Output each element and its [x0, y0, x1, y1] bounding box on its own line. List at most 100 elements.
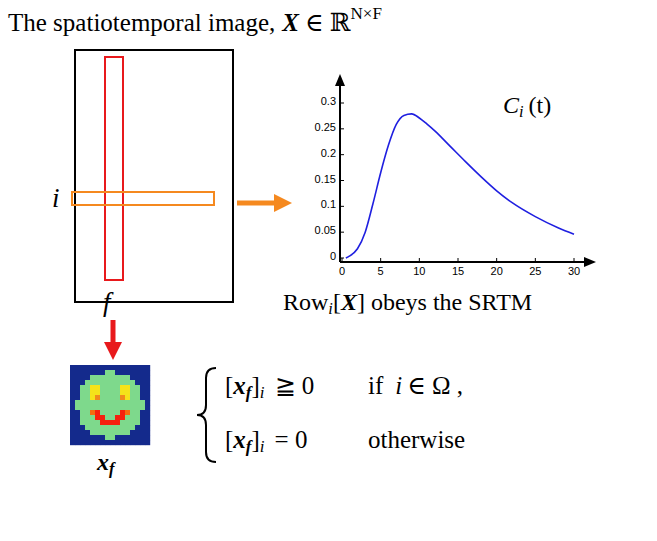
pixel [140, 435, 145, 440]
pixel [90, 395, 95, 400]
curve-label: Ci(t) [503, 92, 551, 122]
pixel [115, 425, 120, 430]
pixel [115, 400, 120, 405]
pixel [145, 415, 150, 420]
pixel [100, 365, 105, 370]
face-image [70, 365, 150, 445]
text-piece: 0.25 [315, 121, 336, 133]
pixel [90, 380, 95, 385]
pixel [90, 425, 95, 430]
pixel [125, 370, 130, 375]
y-axis [339, 84, 341, 262]
pixel [95, 390, 100, 395]
pixel [95, 370, 100, 375]
pixel [120, 440, 125, 445]
pixel [105, 370, 110, 375]
y-tick [340, 232, 344, 233]
pixel [75, 440, 80, 445]
pixel [115, 440, 120, 445]
x-tick [458, 258, 459, 262]
pixel [105, 425, 110, 430]
pixel [110, 440, 115, 445]
pixel [80, 420, 85, 425]
pixel [70, 380, 75, 385]
text-piece: [ [225, 372, 233, 399]
pixel [70, 375, 75, 380]
pixel [135, 440, 140, 445]
y-tick-label: 0.3 [296, 95, 336, 108]
pixel [80, 370, 85, 375]
pixel [125, 395, 130, 400]
pixel [75, 420, 80, 425]
pixel [120, 410, 125, 415]
y-tick [340, 154, 344, 155]
text-piece: 30 [568, 265, 580, 277]
pixel [90, 415, 95, 420]
pixel [95, 400, 100, 405]
pixel [110, 410, 115, 415]
text-piece: x [97, 449, 109, 475]
x-tick [380, 258, 381, 262]
pixel [145, 385, 150, 390]
text-piece: ∈ ℝ [305, 9, 351, 36]
pixel [85, 425, 90, 430]
pixel [100, 385, 105, 390]
column-index: f [103, 287, 111, 318]
text-piece: X [341, 289, 357, 315]
pixel [115, 405, 120, 410]
pixel [70, 440, 75, 445]
pixel [145, 430, 150, 435]
pixel [85, 415, 90, 420]
y-tick [340, 103, 344, 104]
x-tick-label: 20 [482, 265, 512, 278]
pixel [125, 410, 130, 415]
pixel [140, 385, 145, 390]
pixel [110, 425, 115, 430]
pixel [85, 380, 90, 385]
pixel [130, 375, 135, 380]
pixel [140, 440, 145, 445]
pixel [130, 380, 135, 385]
pixel [115, 435, 120, 440]
pixel [75, 425, 80, 430]
pixel [130, 410, 135, 415]
pixel [105, 375, 110, 380]
pixel [130, 425, 135, 430]
pixel [130, 415, 135, 420]
pixel [130, 435, 135, 440]
pixel [80, 440, 85, 445]
pixel [125, 425, 130, 430]
pixel [85, 400, 90, 405]
image-label: xf [97, 449, 114, 479]
x-tick-label: 5 [366, 265, 396, 278]
pixel [120, 425, 125, 430]
pixel [80, 375, 85, 380]
pixel [75, 365, 80, 370]
pixel [85, 375, 90, 380]
x-axis-head [584, 257, 596, 267]
pixel [145, 405, 150, 410]
pixel [70, 420, 75, 425]
pixel [110, 415, 115, 420]
pixel [100, 420, 105, 425]
pixel [120, 435, 125, 440]
pixel [105, 395, 110, 400]
pixel [120, 380, 125, 385]
pixel [105, 420, 110, 425]
pixel [100, 380, 105, 385]
text-piece: (t) [529, 92, 552, 118]
pixel [95, 380, 100, 385]
pixel [135, 370, 140, 375]
pixel [140, 420, 145, 425]
pixel [115, 365, 120, 370]
pixel [115, 395, 120, 400]
pixel [110, 420, 115, 425]
pixel [115, 415, 120, 420]
pixel [140, 375, 145, 380]
pixel [135, 405, 140, 410]
pixel [90, 390, 95, 395]
text-piece: C [503, 92, 519, 118]
pixel [130, 400, 135, 405]
chart-caption: Rowi[X] obeys the SRTM [283, 289, 532, 319]
